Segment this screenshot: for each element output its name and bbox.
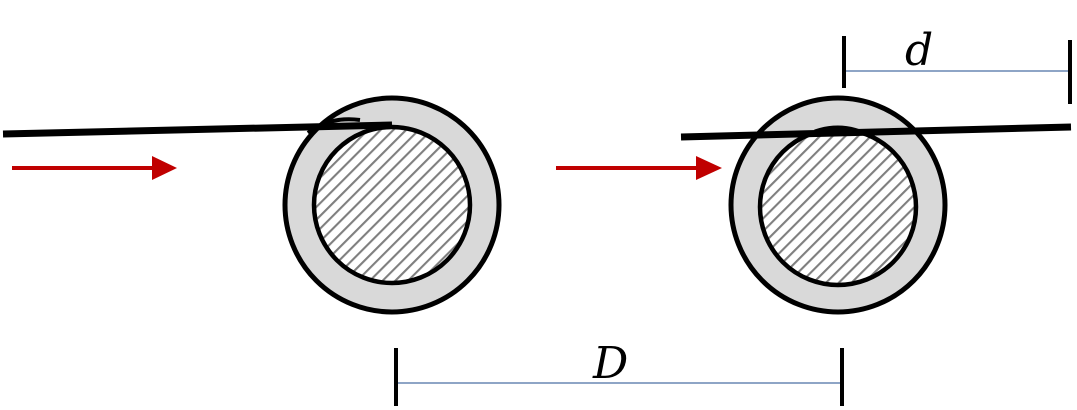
dimension-D: D xyxy=(394,338,844,406)
left-fiber-line xyxy=(2,121,393,138)
right-fiber-line xyxy=(680,123,1072,141)
right-right-arrow-icon xyxy=(556,156,722,180)
dimension-d: d xyxy=(842,25,1072,104)
right-hatched-core xyxy=(757,126,919,288)
right-cylinder xyxy=(728,95,948,315)
left-fiber-curl xyxy=(306,117,361,135)
left-hatched-core xyxy=(311,124,473,286)
left-right-arrow-icon xyxy=(12,156,177,180)
dimension-d-label: d xyxy=(905,25,933,76)
left-cylinder xyxy=(282,95,502,315)
dimension-D-label: D xyxy=(592,338,628,389)
right-fiber-bump xyxy=(814,125,861,135)
